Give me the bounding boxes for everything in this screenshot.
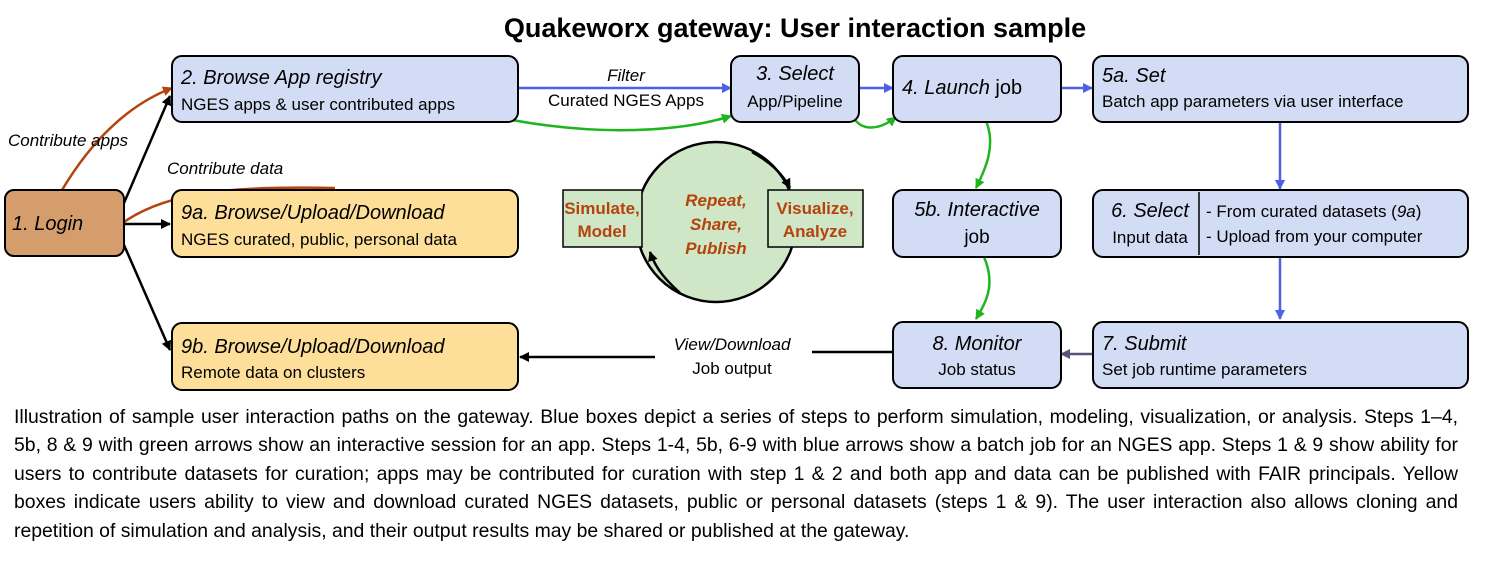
browse-app-registry-box (171, 55, 519, 123)
browse-data-title: 9a. Browse/Upload/Download (181, 202, 445, 224)
option-curated-pre: - From curated datasets ( (1206, 202, 1397, 221)
contribute-apps-label: Contribute apps (8, 131, 129, 150)
model-label: Model (577, 222, 626, 241)
cycle-bottom-arrow (648, 251, 681, 294)
browse-remote-box (171, 322, 519, 391)
launch-job-title: 4. Launch job (902, 77, 1022, 99)
browse-app-title: 2. Browse App registry (180, 67, 382, 89)
option-curated-ref: 9a (1397, 202, 1416, 221)
cycle-top-arrow (751, 150, 792, 189)
visualize-analyze-box (767, 189, 864, 248)
set-parameters-box (1092, 55, 1469, 123)
job-output-label: Job output (692, 359, 772, 378)
interactive-job-box (892, 189, 1062, 258)
option-curated-post: ) (1416, 202, 1422, 221)
contribute-apps-arrow (60, 86, 173, 191)
set-parameters-title: 5a. Set (1102, 65, 1167, 87)
browse-data-subtitle: NGES curated, public, personal data (181, 230, 457, 249)
share-label: Share, (690, 215, 742, 234)
login-to-browse-app-arrow (122, 95, 172, 204)
workflow-diagram: Quakeworx gateway: User interaction samp… (4, 13, 1469, 391)
submit-box (1092, 321, 1469, 389)
login-label: 1. Login (12, 213, 83, 235)
select-input-option-curated: - From curated datasets (9a) (1206, 202, 1421, 221)
browse-remote-subtitle: Remote data on clusters (181, 363, 365, 382)
select-input-title: 6. Select (1111, 200, 1190, 222)
browse-app-subtitle: NGES apps & user contributed apps (181, 95, 455, 114)
diagram-title: Quakeworx gateway: User interaction samp… (504, 13, 1086, 43)
launch-to-interactive-arrow (974, 120, 992, 189)
contribute-data-label: Contribute data (167, 159, 283, 178)
view-download-label: View/Download (674, 335, 791, 354)
simulate-model-box (562, 189, 643, 248)
select-app-box (730, 55, 860, 123)
select-to-launch-green-arrow (851, 116, 897, 129)
login-box (4, 189, 125, 257)
monitor-subtitle: Job status (938, 360, 1016, 379)
login-to-browse-remote-arrow (122, 244, 172, 351)
set-parameters-subtitle: Batch app parameters via user interface (1102, 92, 1403, 111)
submit-subtitle: Set job runtime parameters (1102, 360, 1307, 379)
select-input-box (1092, 189, 1469, 258)
figure-caption: Illustration of sample user interaction … (14, 406, 1458, 542)
select-input-option-upload: - Upload from your computer (1206, 227, 1423, 246)
curated-apps-label: Curated NGES Apps (548, 91, 704, 110)
select-input-subtitle: Input data (1112, 228, 1188, 247)
browse-remote-title: 9b. Browse/Upload/Download (181, 336, 445, 358)
repeat-label: Repeat, (685, 191, 746, 210)
interactive-job-title: 5b. Interactive (914, 199, 1040, 221)
launch-job-head: 4. Launch (902, 77, 990, 99)
browse-data-box (171, 189, 519, 258)
select-app-subtitle: App/Pipeline (747, 92, 842, 111)
launch-job-tail: job (990, 77, 1022, 99)
filter-label: Filter (607, 66, 646, 85)
visualize-label: Visualize, (776, 199, 853, 218)
interactive-job-subtitle: job (963, 227, 989, 248)
launch-job-box (892, 55, 1062, 123)
publish-label: Publish (685, 239, 746, 258)
submit-title: 7. Submit (1102, 333, 1188, 355)
interactive-to-monitor-arrow (974, 256, 991, 320)
analyze-label: Analyze (783, 222, 847, 241)
monitor-box (892, 321, 1062, 389)
simulate-label: Simulate, (564, 199, 640, 218)
select-app-title: 3. Select (756, 63, 835, 85)
monitor-title: 8. Monitor (933, 333, 1023, 355)
browse-to-select-green-arrow (511, 113, 732, 132)
